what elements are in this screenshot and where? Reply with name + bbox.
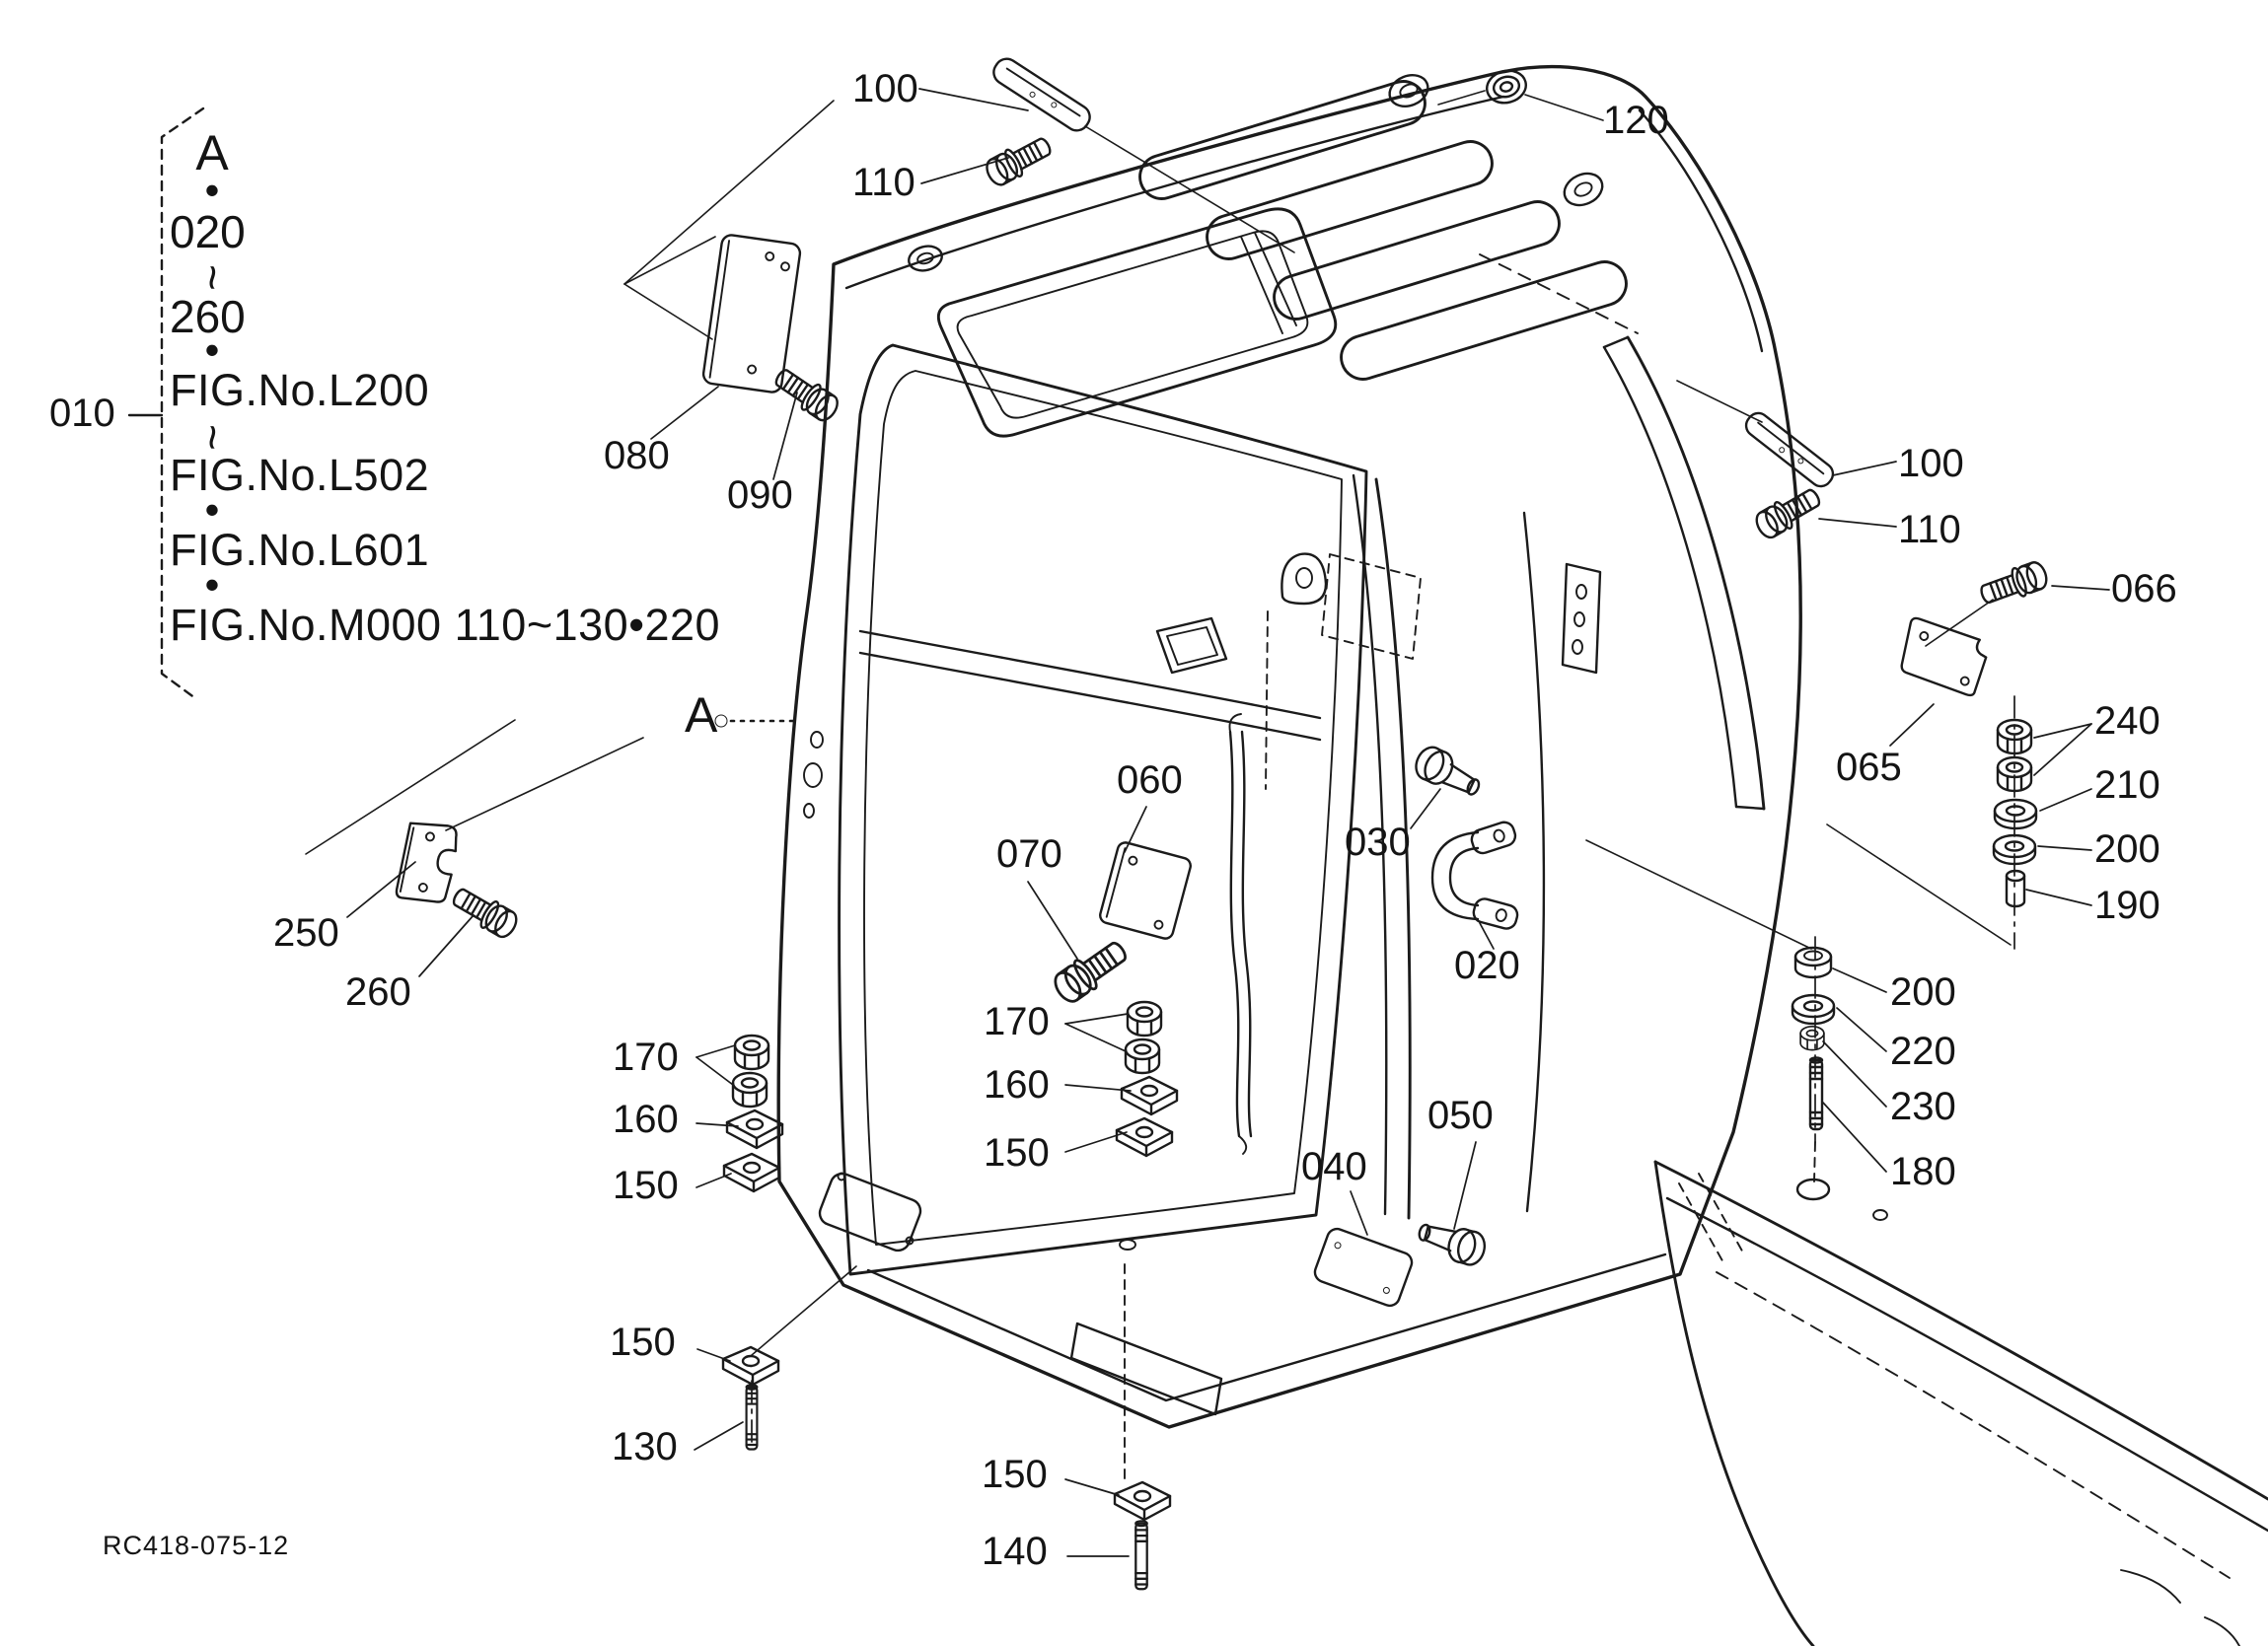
callout-010: 010 xyxy=(49,392,115,435)
callout-150-bottom-left: 150 xyxy=(610,1321,676,1364)
part-plate-150-bottom-mid xyxy=(1113,1480,1172,1522)
callout-170-mid: 170 xyxy=(984,1000,1050,1043)
callout-090: 090 xyxy=(727,473,793,517)
legend-line-1: • xyxy=(204,167,220,213)
legend-line-12: FIG.No.M000 110~130•220 xyxy=(170,600,721,650)
legend-block: A•020~260•FIG.No.L200~FIG.No.L502•FIG.No… xyxy=(170,124,801,650)
legend-tilde: ~ xyxy=(186,263,239,291)
callout-150-bottom-mid: 150 xyxy=(982,1453,1048,1496)
legend-line-10: FIG.No.L601 xyxy=(170,525,430,575)
part-nut-170-mid-2 xyxy=(1124,1038,1161,1075)
legend-line-0: A xyxy=(195,125,229,180)
callout-180: 180 xyxy=(1890,1150,1956,1193)
part-icons xyxy=(395,57,2052,1591)
part-washer-210 xyxy=(1993,798,2038,830)
part-bracket-250 xyxy=(395,822,458,903)
callout-070: 070 xyxy=(996,832,1062,876)
part-plate-150-mid xyxy=(1115,1116,1174,1158)
callout-110-right: 110 xyxy=(1898,508,1961,551)
part-nut-170-left-1 xyxy=(733,1034,770,1071)
callout-110-top: 110 xyxy=(852,161,915,204)
part-collar-190 xyxy=(2005,869,2026,908)
roof-ribs xyxy=(1138,80,1628,381)
part-plate-150-bottom-left xyxy=(721,1345,780,1387)
part-plate-160-mid xyxy=(1120,1075,1179,1116)
callout-170-left: 170 xyxy=(613,1036,679,1079)
leader-lines xyxy=(346,88,2110,1557)
legend-line-6: FIG.No.L200 xyxy=(170,365,430,415)
drawing-code: RC418-075-12 xyxy=(103,1531,290,1560)
part-strap-100-top xyxy=(992,57,1091,132)
grab-rail xyxy=(1228,713,1253,1155)
part-bolt-110-right xyxy=(1750,481,1826,543)
callout-190: 190 xyxy=(2094,884,2160,927)
callout-230: 230 xyxy=(1890,1085,1956,1128)
part-bolt-070 xyxy=(1048,933,1134,1009)
lifting-eye-icons xyxy=(908,74,1604,272)
callout-066: 066 xyxy=(2111,567,2177,610)
legend-line-4: 260 xyxy=(170,291,246,342)
callout-040: 040 xyxy=(1301,1145,1367,1188)
part-bolt-110-top xyxy=(981,130,1057,190)
callout-065: 065 xyxy=(1836,746,1902,789)
latch-bracket xyxy=(1155,616,1228,675)
callout-250: 250 xyxy=(273,911,339,955)
mount-strip xyxy=(1561,562,1602,675)
callout-060: 060 xyxy=(1117,758,1183,802)
part-grommet-200-bottom xyxy=(1793,946,1833,979)
callout-130: 130 xyxy=(612,1425,678,1468)
body-panel xyxy=(1653,1160,2268,1646)
part-washer-220 xyxy=(1791,993,1836,1026)
part-strap-100-right xyxy=(1744,411,1835,488)
part-plate-065 xyxy=(1900,616,1988,697)
callout-100-right: 100 xyxy=(1898,442,1964,485)
part-plate-160-left xyxy=(725,1109,784,1150)
legend-line-8: FIG.No.L502 xyxy=(170,450,430,500)
callout-view-a: A xyxy=(685,687,718,743)
legend-tilde: ~ xyxy=(186,423,239,451)
part-plate-040 xyxy=(1313,1227,1414,1308)
callout-260: 260 xyxy=(345,970,411,1014)
part-knob-050 xyxy=(1418,1223,1487,1266)
part-handle-020 xyxy=(1430,821,1519,930)
part-stud-180 xyxy=(1808,1056,1824,1131)
hinge-tab xyxy=(1280,552,1328,606)
part-knob-030 xyxy=(1415,746,1481,796)
callout-050: 050 xyxy=(1427,1094,1494,1137)
part-nut-230 xyxy=(1799,1025,1825,1051)
legend-line-5: • xyxy=(204,326,220,373)
callout-100-top: 100 xyxy=(852,67,918,110)
legend-border xyxy=(127,107,205,700)
callout-210: 210 xyxy=(2094,763,2160,807)
callout-140: 140 xyxy=(982,1530,1048,1573)
callout-240: 240 xyxy=(2094,699,2160,743)
callout-220: 220 xyxy=(1890,1030,1956,1073)
construction-lines xyxy=(305,90,2015,1449)
callout-120: 120 xyxy=(1603,99,1669,142)
callout-200-bottom: 200 xyxy=(1890,970,1956,1014)
legend-line-7: ~ xyxy=(170,410,255,451)
callout-150-mid: 150 xyxy=(984,1131,1050,1175)
part-stud-140 xyxy=(1134,1520,1148,1591)
part-nut-170-mid-1 xyxy=(1126,1000,1163,1038)
part-plate-080 xyxy=(701,234,802,394)
legend-line-11: • xyxy=(204,561,220,608)
callout-200-right: 200 xyxy=(2094,827,2160,871)
part-plate-150-left xyxy=(722,1152,781,1193)
callout-160-mid: 160 xyxy=(984,1063,1050,1107)
callout-020: 020 xyxy=(1454,944,1520,987)
callout-030: 030 xyxy=(1345,821,1411,864)
part-plate-060 xyxy=(1099,841,1192,940)
part-bolt-260 xyxy=(447,881,523,943)
legend-line-2: 020 xyxy=(170,206,246,257)
callout-150-left: 150 xyxy=(613,1164,679,1207)
part-nut-170-left-2 xyxy=(731,1071,768,1109)
callout-080: 080 xyxy=(604,434,670,477)
cab-drawing xyxy=(776,65,1802,1480)
callout-160-left: 160 xyxy=(613,1098,679,1141)
roof-window xyxy=(936,207,1338,438)
legend-line-9: • xyxy=(204,486,220,533)
